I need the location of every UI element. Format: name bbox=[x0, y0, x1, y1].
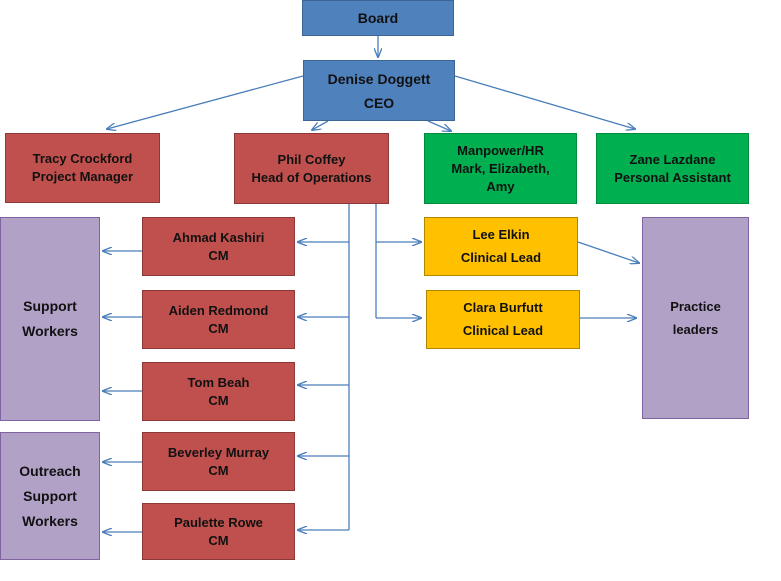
ceo-name: Denise Doggett bbox=[327, 70, 431, 87]
outreach-workers-line2: Support bbox=[23, 487, 77, 504]
outreach-workers-line1: Outreach bbox=[19, 462, 81, 479]
node-practice-leaders: Practice leaders bbox=[642, 217, 749, 419]
node-manpower-hr: Manpower/HR Mark, Elizabeth, Amy bbox=[424, 133, 577, 204]
node-cm-tom: Tom Beah CM bbox=[142, 362, 295, 421]
manpower-hr-title: Manpower/HR bbox=[457, 142, 544, 158]
cm-tom-title: CM bbox=[208, 392, 229, 408]
cm-ahmad-name: Ahmad Kashiri bbox=[172, 229, 265, 245]
project-manager-title: Project Manager bbox=[31, 169, 134, 184]
node-cm-beverley: Beverley Murray CM bbox=[142, 432, 295, 491]
support-workers-line1: Support bbox=[23, 298, 77, 314]
node-board: Board bbox=[302, 0, 454, 36]
cm-tom-name: Tom Beah bbox=[187, 374, 250, 390]
cm-aiden-title: CM bbox=[208, 320, 229, 336]
practice-leaders-line2: leaders bbox=[672, 322, 719, 337]
connector-ceo-personal-assistant bbox=[454, 75, 635, 129]
node-cm-ahmad: Ahmad Kashiri CM bbox=[142, 217, 295, 276]
practice-leaders-line1: Practice bbox=[670, 299, 721, 314]
board-label: Board bbox=[357, 10, 399, 26]
lead-clara-name: Clara Burfutt bbox=[463, 300, 543, 316]
lead-lee-name: Lee Elkin bbox=[472, 227, 530, 243]
node-lead-clara: Clara Burfutt Clinical Lead bbox=[426, 290, 580, 349]
node-cm-aiden: Aiden Redmond CM bbox=[142, 290, 295, 349]
cm-beverley-name: Beverley Murray bbox=[167, 444, 270, 460]
personal-assistant-name: Zane Lazdane bbox=[629, 151, 716, 167]
manpower-hr-names: Mark, Elizabeth, bbox=[451, 160, 550, 176]
head-operations-title: Head of Operations bbox=[251, 169, 372, 185]
node-outreach-workers: Outreach Support Workers bbox=[0, 432, 100, 560]
support-workers-line2: Workers bbox=[22, 323, 78, 339]
cm-aiden-name: Aiden Redmond bbox=[168, 302, 269, 318]
project-manager-name: Tracy Crockford bbox=[32, 151, 133, 166]
ceo-title: CEO bbox=[363, 94, 395, 111]
node-personal-assistant: Zane Lazdane Personal Assistant bbox=[596, 133, 749, 204]
connector-lee-practice bbox=[577, 241, 639, 263]
cm-paulette-name: Paulette Rowe bbox=[174, 514, 263, 530]
head-operations-name: Phil Coffey bbox=[277, 151, 346, 167]
lead-clara-title: Clinical Lead bbox=[462, 322, 544, 338]
cm-ahmad-title: CM bbox=[208, 247, 229, 263]
connector-ceo-head-operations bbox=[312, 120, 329, 130]
node-support-workers: Support Workers bbox=[0, 217, 100, 421]
cm-paulette-title: CM bbox=[208, 532, 229, 548]
connector-ceo-manpower bbox=[427, 120, 451, 131]
lead-lee-title: Clinical Lead bbox=[460, 249, 542, 265]
personal-assistant-title: Personal Assistant bbox=[614, 169, 731, 185]
node-ceo: Denise Doggett CEO bbox=[303, 60, 455, 121]
node-cm-paulette: Paulette Rowe CM bbox=[142, 503, 295, 560]
manpower-hr-names-cont: Amy bbox=[486, 178, 515, 194]
node-head-operations: Phil Coffey Head of Operations bbox=[234, 133, 389, 204]
node-project-manager: Tracy Crockford Project Manager bbox=[5, 133, 160, 203]
outreach-workers-line3: Workers bbox=[22, 512, 78, 529]
node-lead-lee: Lee Elkin Clinical Lead bbox=[424, 217, 578, 276]
cm-beverley-title: CM bbox=[208, 462, 229, 478]
connector-ceo-project-manager bbox=[107, 75, 304, 129]
